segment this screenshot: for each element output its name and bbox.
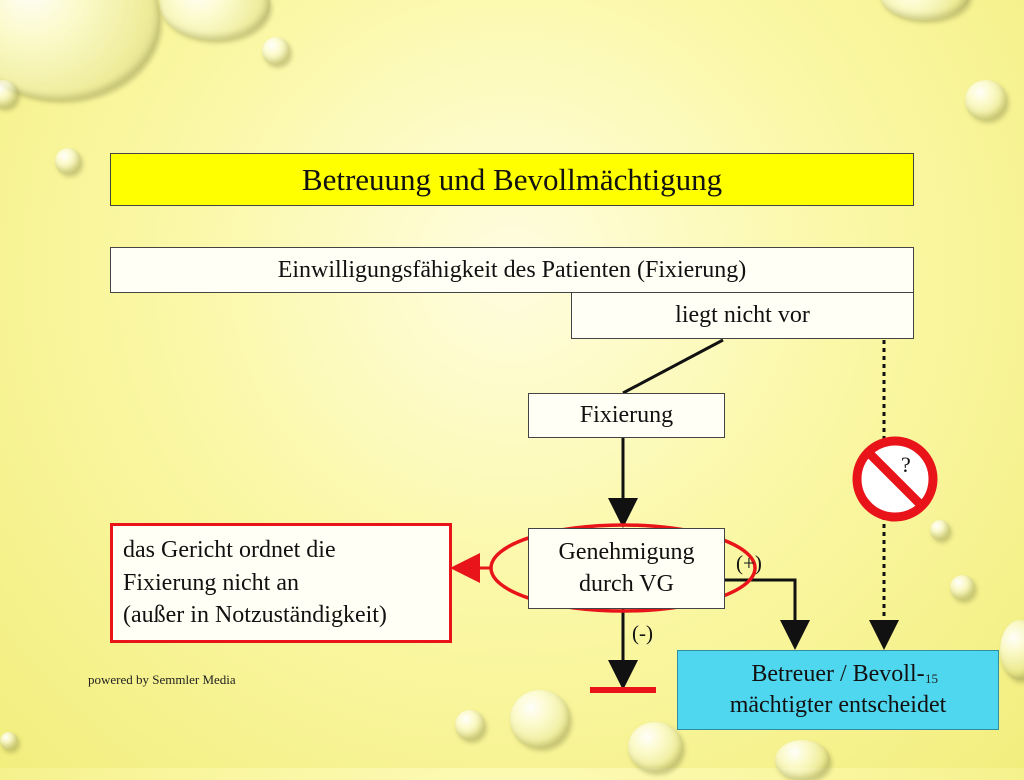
decorative-bubble — [950, 575, 975, 600]
negative-label: (-) — [632, 621, 653, 645]
court-line-3: (außer in Notzuständigkeit) — [123, 602, 387, 629]
court-box: das Gericht ordnet die Fixierung nicht a… — [110, 523, 452, 643]
decider-line-1: Betreuer / Bevoll- — [751, 660, 925, 687]
not-present-box: liegt nicht vor — [571, 293, 914, 339]
title-box: Betreuung und Bevollmächtigung — [110, 153, 914, 206]
decorative-bubble — [930, 520, 950, 540]
decorative-bubble — [262, 37, 290, 65]
decorative-bubble — [510, 690, 570, 748]
genehmigung-line-1: Genehmigung — [558, 539, 695, 566]
decorative-bubble — [628, 722, 683, 772]
decorative-bubble — [965, 80, 1007, 120]
fixierung-box: Fixierung — [528, 393, 725, 438]
decorative-bubble — [880, 0, 970, 20]
question-mark: ? — [901, 452, 911, 477]
highlight-ellipse — [489, 523, 757, 613]
court-line-1: das Gericht ordnet die — [123, 537, 336, 564]
title-text: Betreuung und Bevollmächtigung — [301, 161, 723, 197]
not-present-text: liegt nicht vor — [675, 302, 810, 328]
decider-line-2: mächtigter entscheidet — [729, 692, 947, 718]
court-line-2: Fixierung nicht an — [123, 569, 299, 596]
connector-notpresent-to-fixierung — [622, 338, 724, 395]
condition-text: Einwilligungsfähigkeit des Patienten (Fi… — [277, 256, 747, 283]
decorative-bubble — [0, 732, 18, 750]
genehmigung-box: Genehmigung durch VG — [528, 528, 725, 609]
decorative-bubble — [455, 710, 485, 740]
genehmigung-line-2: durch VG — [579, 570, 674, 597]
condition-box: Einwilligungsfähigkeit des Patienten (Fi… — [110, 247, 914, 293]
prohibition-icon — [852, 436, 938, 522]
fixierung-text: Fixierung — [579, 402, 674, 428]
footer-credit: powered by Semmler Media — [88, 672, 236, 687]
decorative-bubble — [0, 80, 18, 108]
decider-box: Betreuer / Bevoll- mächtigter entscheide… — [677, 650, 999, 730]
decorative-bubble — [55, 148, 81, 174]
positive-label: (+) — [736, 551, 762, 575]
page-number: 15 — [925, 671, 938, 686]
